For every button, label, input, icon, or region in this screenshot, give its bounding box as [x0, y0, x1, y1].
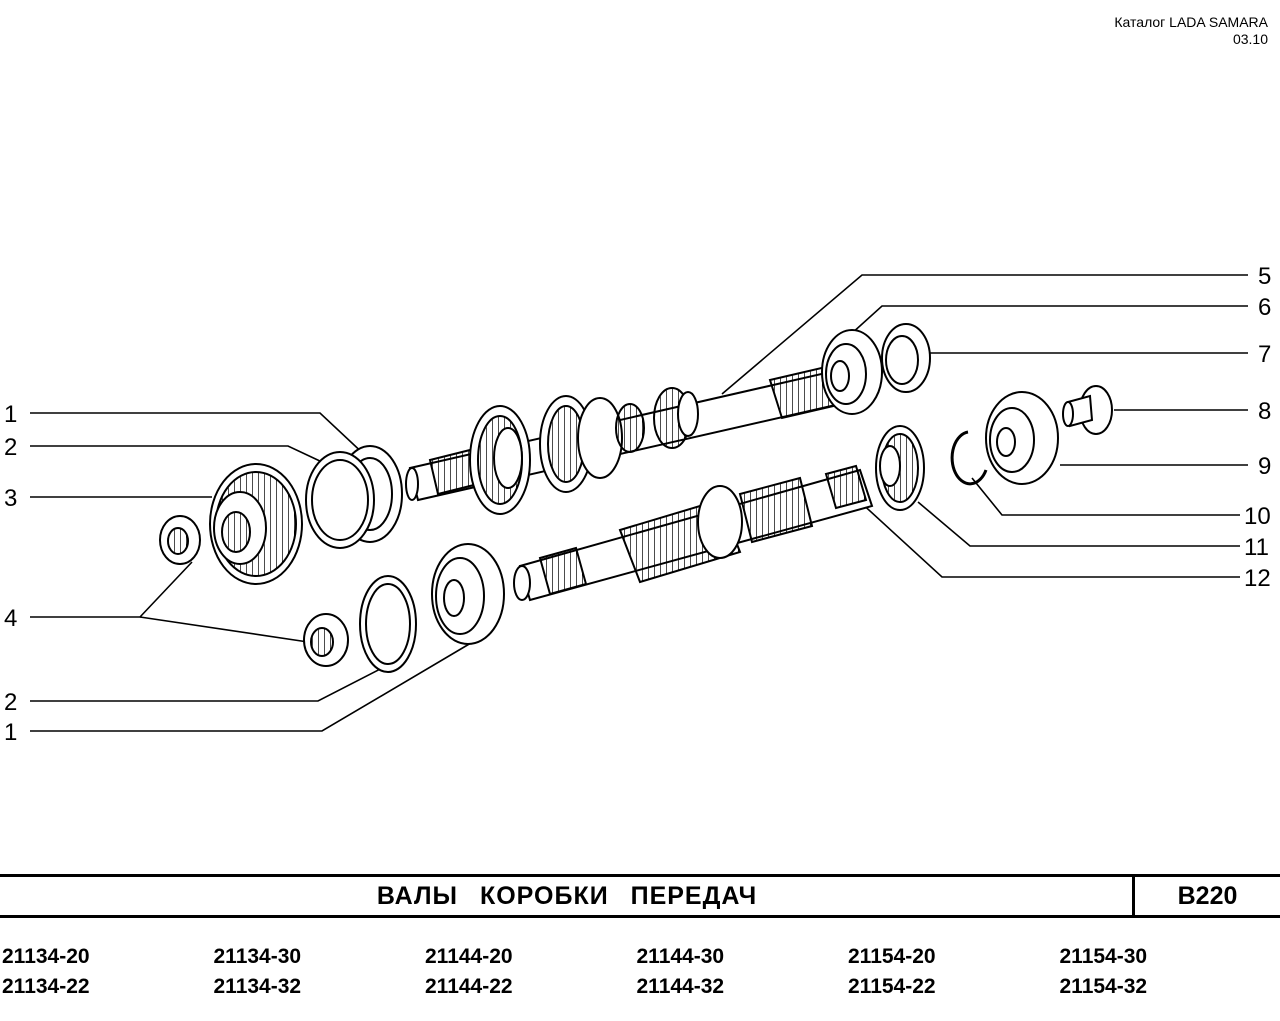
secondary-shaft — [513, 425, 925, 602]
model-code: 21144-22 — [425, 975, 513, 998]
callout-2-bottom: 2 — [4, 689, 17, 716]
leader-1-top — [30, 412, 369, 459]
leader-10 — [971, 477, 1240, 516]
left-parts — [159, 445, 505, 673]
model-code: 21154-20 — [848, 945, 936, 968]
callout-11: 11 — [1244, 534, 1269, 561]
model-code: 21134-20 — [2, 945, 90, 968]
leader-4b — [139, 616, 309, 643]
callout-1-top: 1 — [4, 401, 17, 428]
leader-12 — [857, 499, 1240, 578]
callout-1-bottom: 1 — [4, 719, 17, 746]
callout-numbers: 1 2 3 4 2 1 5 6 7 8 9 10 11 12 — [4, 263, 1271, 746]
callout-2-top: 2 — [4, 434, 17, 461]
leader-2-top — [30, 445, 323, 463]
callout-6: 6 — [1258, 294, 1271, 321]
callout-7: 7 — [1258, 341, 1271, 368]
leader-11 — [917, 501, 1240, 547]
right-parts — [821, 323, 1113, 486]
leader-2-bottom — [30, 663, 391, 702]
primary-shaft — [405, 364, 844, 515]
callout-3: 3 — [4, 485, 17, 512]
catalog-header: Каталог LADA SAMARA 03.10 — [1114, 14, 1268, 48]
model-code: 21144-32 — [636, 975, 725, 998]
callout-9: 9 — [1258, 453, 1271, 480]
leader-1-bottom — [30, 639, 477, 732]
model-code: 21154-32 — [1059, 975, 1148, 998]
callout-8: 8 — [1258, 398, 1271, 425]
model-list: 21134-20 21134-30 21144-20 21144-30 2115… — [2, 944, 1280, 1000]
model-code: 21154-30 — [1059, 945, 1148, 968]
leader-4 — [30, 561, 193, 618]
callout-4: 4 — [4, 605, 17, 632]
model-code: 21144-30 — [636, 945, 725, 968]
title-divider — [1132, 877, 1135, 915]
callout-10: 10 — [1244, 503, 1271, 530]
model-code: 21134-22 — [2, 975, 90, 998]
exploded-view-drawing: 1 2 3 4 2 1 5 6 7 8 9 10 11 12 — [4, 263, 1271, 746]
model-code: 21134-30 — [213, 945, 302, 968]
callout-12: 12 — [1244, 565, 1271, 592]
leader-lines — [30, 274, 1248, 732]
model-code: 21154-22 — [848, 975, 936, 998]
title-bar: ВАЛЫ КОРОБКИ ПЕРЕДАЧ B220 — [0, 874, 1280, 918]
page-title: ВАЛЫ КОРОБКИ ПЕРЕДАЧ — [376, 881, 758, 910]
section-code: B220 — [1177, 881, 1238, 910]
catalog-name: Каталог LADA SAMARA — [1114, 14, 1268, 30]
catalog-date: 03.10 — [1232, 31, 1268, 47]
leader-5 — [721, 274, 1248, 395]
model-code: 21134-32 — [213, 975, 302, 998]
model-code: 21144-20 — [425, 945, 513, 968]
callout-5: 5 — [1258, 263, 1271, 290]
circlip-10 — [950, 430, 988, 486]
